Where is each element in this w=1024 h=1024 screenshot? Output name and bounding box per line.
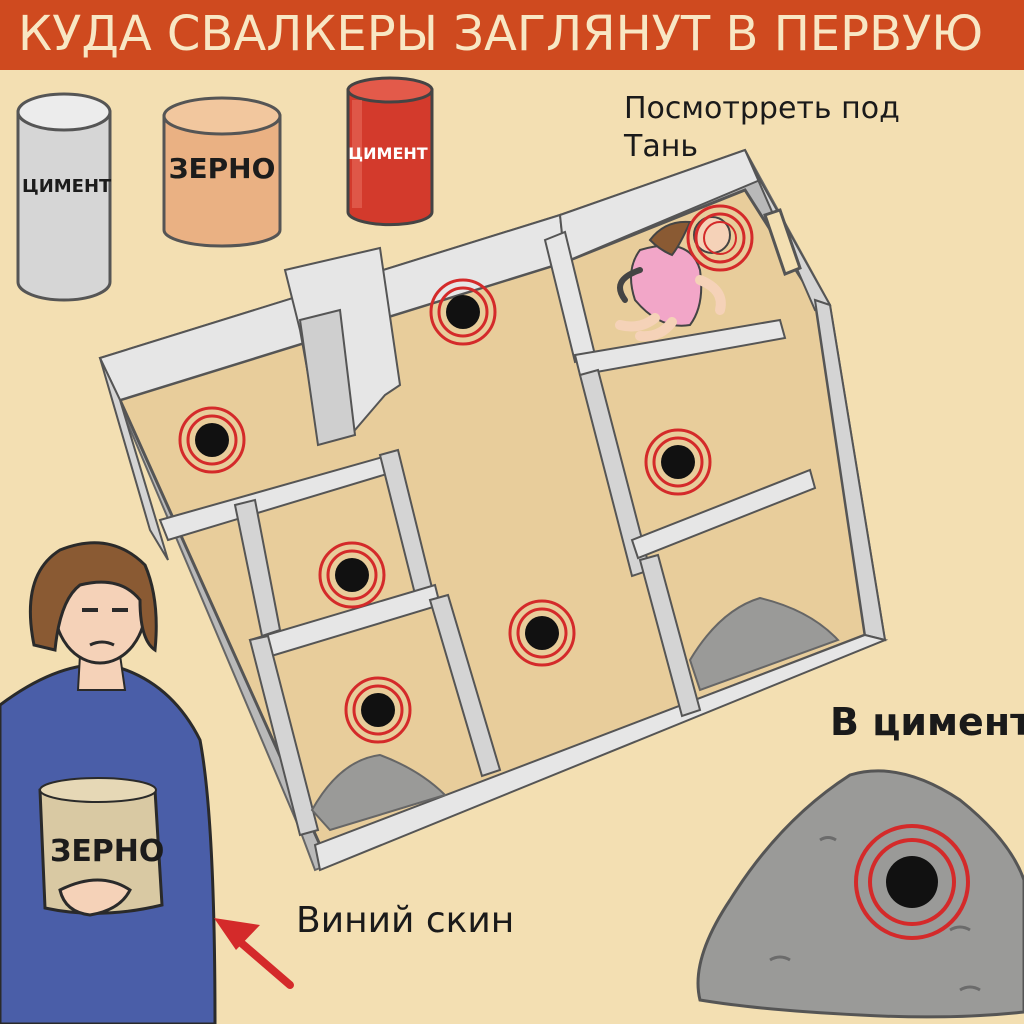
title-banner: КУДА СВАЛКЕРЫ ЗАГЛЯНУТ В ПЕРВУЮ xyxy=(0,0,1024,70)
skin-note: Виний скин xyxy=(296,900,515,941)
barrel-cement-red xyxy=(346,76,434,227)
barrel-label: ЦИМЕНТ xyxy=(22,176,112,197)
target-ring-icon xyxy=(429,278,497,346)
target-ring-icon xyxy=(508,599,576,667)
red-arrow-icon xyxy=(214,918,294,989)
target-ring-icon xyxy=(344,676,412,744)
target-ring-icon xyxy=(644,428,712,496)
floor-plan xyxy=(98,148,889,872)
page-title: КУДА СВАЛКЕРЫ ЗАГЛЯНУТ В ПЕРВУЮ xyxy=(18,6,984,62)
barrel-label: ЗЕРНО xyxy=(168,152,276,185)
doll-note-line2: Тань xyxy=(624,129,699,164)
doll-note-line1: Посмотрреть под xyxy=(624,91,900,126)
doll xyxy=(615,216,731,342)
hand xyxy=(58,878,132,917)
target-ring-icon xyxy=(318,541,386,609)
cement-pile xyxy=(696,769,1024,1019)
grain-sack xyxy=(38,777,164,915)
barrel-cement-gray xyxy=(16,92,112,302)
doll-note: Посмотрреть под Тань xyxy=(624,90,900,166)
target-ring-icon xyxy=(178,406,246,474)
target-ring-icon xyxy=(854,824,970,940)
target-ring-icon xyxy=(686,204,754,272)
barrel-grain xyxy=(162,96,282,248)
sack-label: ЗЕРНО xyxy=(50,834,165,869)
barrel-label: ЦИМЕНТ xyxy=(348,144,428,163)
cement-note: В цимент xyxy=(830,700,1024,744)
